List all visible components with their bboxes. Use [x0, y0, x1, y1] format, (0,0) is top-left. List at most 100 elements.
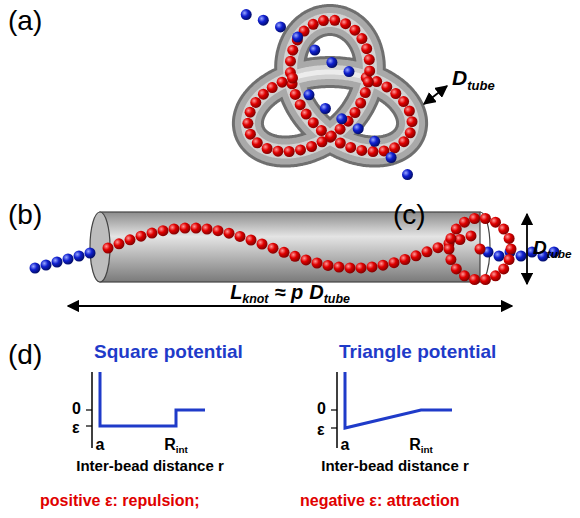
note-group: negative ε: attraction	[300, 492, 460, 510]
axis-tick: R	[164, 436, 176, 453]
bead	[287, 73, 298, 84]
bead	[480, 213, 491, 224]
bead	[390, 88, 401, 99]
axis-title-group: Inter-bead distance r	[321, 458, 469, 475]
bead	[445, 254, 456, 265]
bead	[301, 254, 312, 265]
bead	[180, 223, 191, 234]
bead	[213, 225, 224, 236]
dimension-label: ≈ p	[275, 281, 304, 303]
bead	[361, 43, 372, 54]
dimension-label: L	[230, 281, 242, 303]
bead	[378, 260, 389, 271]
bead	[355, 98, 366, 109]
bead	[114, 238, 125, 249]
triangle-potential-plot	[331, 372, 452, 448]
bead	[242, 118, 253, 129]
bead	[469, 213, 480, 224]
dimension-arrow	[68, 305, 512, 307]
subscript: int	[421, 444, 433, 455]
bead	[202, 224, 213, 235]
panel-label-group: (c)	[393, 200, 426, 231]
dimension-label-group: Lknot≈ pDtube	[230, 281, 350, 307]
bead	[368, 146, 379, 157]
tube-surface	[248, 20, 412, 152]
bead	[295, 144, 306, 155]
axis-tick: 0	[317, 400, 326, 417]
bead	[389, 142, 400, 153]
bead	[103, 243, 114, 254]
bead	[52, 257, 63, 268]
bead	[411, 250, 422, 261]
tube-surface	[248, 20, 412, 152]
axis-title: Inter-bead distance r	[76, 457, 224, 474]
bead	[335, 138, 346, 149]
bead	[169, 224, 180, 235]
bead	[356, 145, 367, 156]
bead	[295, 99, 306, 110]
bead	[475, 244, 486, 255]
dimension-label-group: Dtube	[533, 238, 572, 261]
bead	[241, 9, 252, 20]
plot-title-group: Triangle potential	[339, 342, 496, 363]
bead	[279, 247, 290, 258]
panel-label: (b)	[8, 199, 42, 230]
bead	[422, 246, 433, 257]
bead	[268, 243, 279, 254]
bead	[275, 21, 286, 32]
axis-tick: a	[341, 436, 350, 453]
tube-surface	[248, 20, 412, 152]
knot-beads	[241, 9, 418, 180]
cross-section-beads	[444, 213, 517, 285]
bead	[285, 56, 296, 67]
axis-tick: R	[409, 436, 421, 453]
bead	[158, 225, 169, 236]
axis-tick-group: Rint	[409, 436, 433, 456]
bead	[349, 25, 360, 36]
bead	[451, 263, 462, 274]
bead	[326, 131, 337, 142]
bead	[490, 270, 501, 281]
bead	[290, 89, 301, 100]
bead	[345, 262, 356, 273]
dimension-arrow	[424, 86, 447, 104]
bead	[258, 15, 269, 26]
bead	[41, 260, 52, 271]
subscript: tube	[324, 292, 350, 306]
tube-surface	[248, 20, 412, 152]
note: negative ε: attraction	[300, 492, 460, 509]
plot-title-group: Square potential	[94, 342, 243, 363]
bead	[273, 146, 284, 157]
bead	[306, 141, 317, 152]
tube-cylinder	[90, 212, 490, 282]
panel-label: (d)	[8, 339, 42, 370]
bead	[262, 143, 273, 154]
bead	[252, 137, 263, 148]
bead	[292, 32, 303, 43]
bead	[398, 136, 409, 147]
bead	[350, 107, 361, 118]
axis-tick: a	[96, 436, 105, 453]
bead	[318, 15, 329, 26]
bead	[308, 117, 319, 128]
bead	[381, 81, 392, 92]
axis-tick-group: 0	[317, 400, 326, 418]
bead	[312, 258, 323, 269]
dimension-label: D	[309, 281, 323, 303]
bead	[329, 15, 340, 26]
bead	[402, 169, 413, 180]
dimension-label: D	[533, 237, 547, 258]
bead	[369, 136, 380, 147]
bead	[504, 254, 515, 265]
bead	[345, 142, 356, 153]
bead	[364, 54, 375, 65]
panel-label: (a)	[8, 5, 42, 36]
bead	[277, 77, 288, 88]
bead	[136, 231, 147, 242]
bead	[334, 262, 345, 273]
axis-tick: ε	[317, 421, 325, 438]
bead	[335, 124, 346, 135]
axis-tick-group: a	[341, 436, 350, 454]
subscript: tube	[547, 247, 572, 260]
